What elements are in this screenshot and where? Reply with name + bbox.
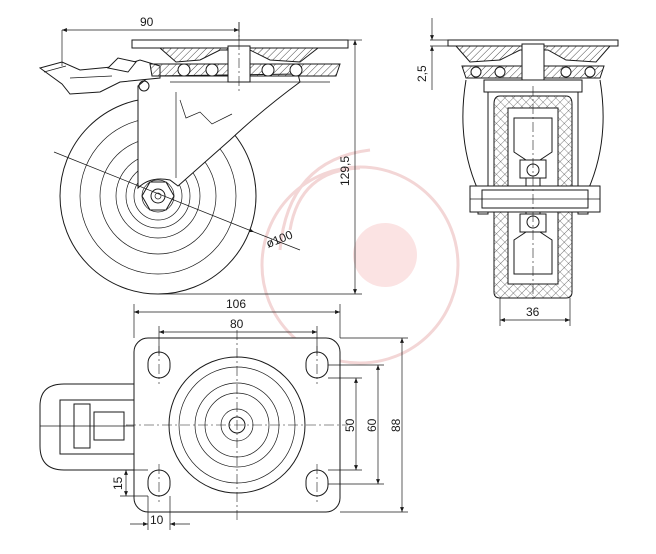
dim-top-width: 90	[140, 15, 154, 29]
dim-wheel-width: 36	[526, 305, 540, 319]
dim-hole-span-length: 80	[230, 317, 244, 331]
dim-slot-width: 10	[150, 513, 164, 527]
fork-arm	[137, 73, 301, 190]
dim-plate-width: 88	[389, 418, 403, 432]
watermark-logo	[260, 148, 460, 365]
top-view: 106 80 50 60 88 15 10	[39, 297, 408, 530]
dim-plate-offset: 2,5	[415, 65, 429, 82]
dim-slot-length: 15	[111, 476, 125, 490]
brake-housing	[39, 383, 134, 471]
dim-hole-span-width: 50	[343, 418, 357, 432]
dim-slot-span-width: 60	[365, 418, 379, 432]
front-view: 2,5 36	[415, 18, 619, 326]
side-view: ø100 90 129,5	[38, 15, 362, 295]
dim-plate-length: 106	[226, 297, 246, 311]
dim-overall-height: 129,5	[338, 156, 352, 186]
axle-nut	[141, 181, 175, 211]
